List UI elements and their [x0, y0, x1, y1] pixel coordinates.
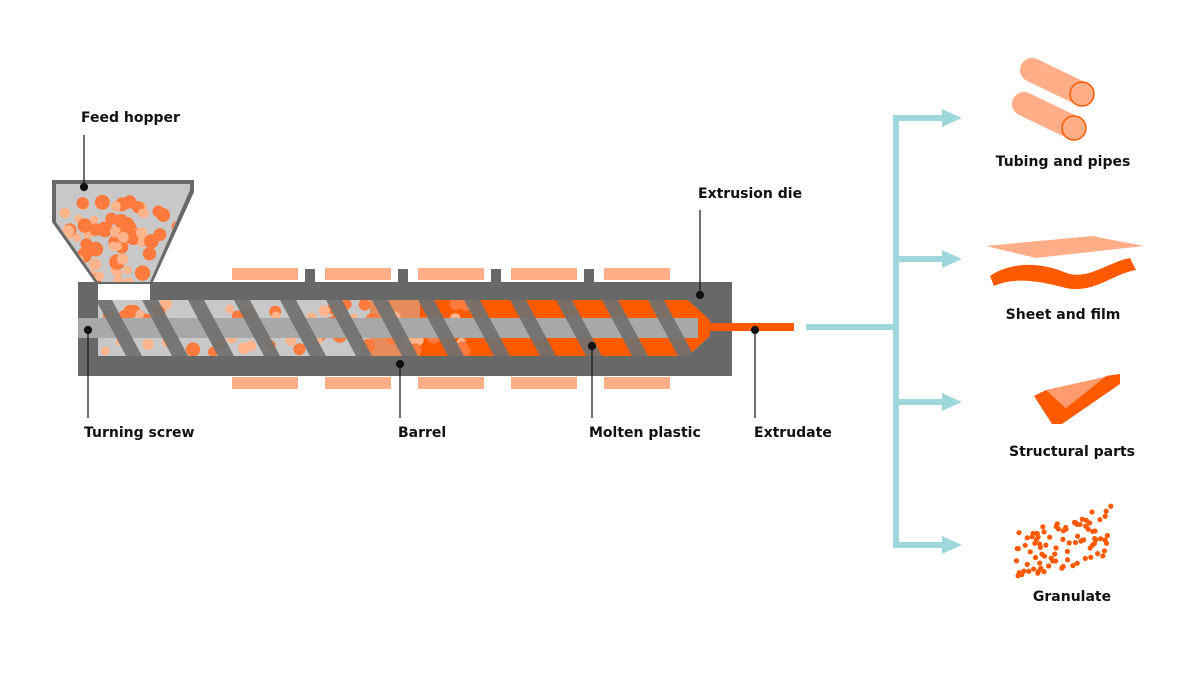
label-feed-hopper: Feed hopper [81, 110, 180, 126]
heater-band-top [418, 268, 484, 280]
granule [1108, 503, 1114, 509]
granule [1072, 539, 1079, 546]
granule [1092, 535, 1098, 542]
extrusion-die [688, 300, 732, 320]
granule [1037, 560, 1043, 566]
granule [1052, 551, 1058, 557]
heater-band-bottom [325, 377, 391, 389]
granule [1088, 554, 1094, 560]
granule [1027, 549, 1033, 555]
heater-band-top [232, 268, 298, 280]
granule [1064, 548, 1071, 555]
granule [1026, 568, 1032, 574]
extrudate [708, 323, 794, 331]
structural-parts-icon [1034, 374, 1120, 424]
granule [1092, 528, 1098, 534]
granule [1015, 573, 1021, 579]
granule [1041, 529, 1047, 535]
granule [1024, 535, 1030, 541]
tubing-pipes-icon [1012, 58, 1095, 141]
granule [1013, 558, 1020, 564]
granule [1037, 541, 1043, 547]
granule [1024, 561, 1030, 567]
sheet-film-icon [986, 236, 1144, 290]
granule [1075, 533, 1081, 539]
granule [1046, 563, 1052, 569]
granule [1060, 563, 1066, 570]
label-extrudate: Extrudate [754, 425, 832, 441]
granule [1074, 560, 1080, 566]
heater-band-bottom [418, 377, 484, 389]
granule [1097, 517, 1103, 523]
arrow-heads [942, 109, 962, 554]
granule [1102, 513, 1108, 519]
label-turning-screw: Turning screw [84, 425, 195, 441]
granule [1085, 526, 1091, 532]
granule [1103, 508, 1109, 514]
granule [1041, 553, 1048, 559]
granule [1066, 540, 1072, 546]
label-structural-parts: Structural parts [1008, 444, 1136, 460]
granule [1032, 540, 1038, 546]
leader-lines [79, 135, 760, 418]
granule [1089, 509, 1095, 515]
label-granulate: Granulate [1032, 589, 1112, 605]
granule [1055, 526, 1062, 532]
granule [1078, 538, 1084, 544]
heater-band-bottom [604, 377, 670, 389]
label-sheet-film: Sheet and film [1005, 307, 1121, 323]
granule [1032, 554, 1039, 561]
granule [1047, 534, 1053, 540]
molten-plastic-region [98, 300, 710, 356]
label-molten-plastic: Molten plastic [589, 425, 701, 441]
granule [1077, 521, 1083, 528]
granule [1095, 550, 1101, 557]
granule [1063, 524, 1069, 531]
granule [1030, 530, 1036, 537]
granule [1054, 521, 1060, 527]
label-tubing-pipes: Tubing and pipes [995, 154, 1131, 170]
heater-band-bottom [511, 377, 577, 389]
granule [1101, 548, 1108, 554]
granule [1016, 530, 1022, 536]
arrow-sheet [942, 250, 962, 268]
granule [1064, 557, 1071, 563]
granule [1102, 537, 1108, 543]
granule [1087, 520, 1093, 526]
granule [1014, 546, 1020, 552]
heater-band-top [604, 268, 670, 280]
heater-band-top [325, 268, 391, 280]
granule [1040, 524, 1046, 530]
heater-bands [232, 268, 670, 389]
distribution-arrows [806, 115, 942, 548]
heater-band-bottom [232, 377, 298, 389]
granule [1082, 555, 1088, 561]
granule [1104, 532, 1110, 539]
granulate-icon [1013, 503, 1114, 579]
granule [1030, 566, 1037, 572]
arrow-tubing [942, 109, 962, 127]
barrel-fins [305, 269, 594, 282]
granule [1087, 545, 1093, 551]
granule [1060, 536, 1066, 542]
granule [1070, 563, 1076, 569]
label-barrel: Barrel [398, 425, 447, 441]
granule [1043, 542, 1049, 548]
granule [1079, 516, 1085, 522]
granule [1022, 542, 1028, 548]
granule [1034, 531, 1040, 537]
label-extrusion-die: Extrusion die [698, 186, 803, 202]
granule [1035, 568, 1042, 574]
granule [1041, 569, 1047, 575]
screw-flights [98, 300, 694, 356]
arrow-structural [942, 393, 962, 411]
granule [1053, 545, 1059, 551]
granule [1100, 553, 1106, 559]
granule [1048, 555, 1054, 561]
hopper-throat [98, 300, 150, 310]
granule [1097, 536, 1104, 542]
heater-band-top [511, 268, 577, 280]
arrow-granulate [942, 536, 962, 554]
